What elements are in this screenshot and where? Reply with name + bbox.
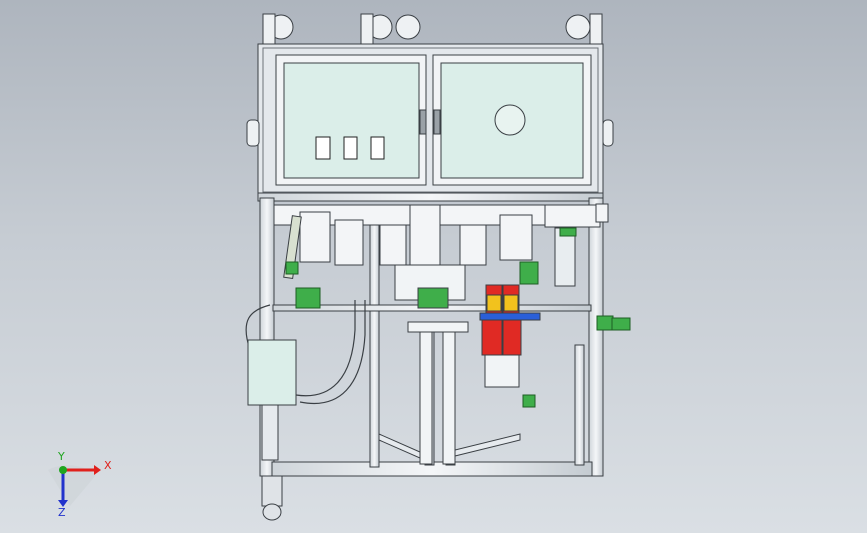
right-fittings xyxy=(519,227,631,408)
x-axis-head xyxy=(94,465,101,475)
switch-1 xyxy=(315,136,331,160)
y-axis-label: Y xyxy=(57,450,65,463)
valve-block xyxy=(479,284,541,388)
caster-wheels-top xyxy=(262,13,603,45)
left-glass-panel xyxy=(283,62,420,179)
x-axis-label: X xyxy=(104,459,112,472)
switch-3 xyxy=(370,136,385,160)
handle-left xyxy=(246,119,260,147)
y-axis-dot xyxy=(59,466,67,474)
green-cylinder-left xyxy=(283,215,321,309)
handle-right xyxy=(602,119,614,147)
z-axis-label: Z xyxy=(58,506,66,519)
caster-wheel-bottom xyxy=(261,475,283,521)
electrical-box xyxy=(247,339,297,461)
upper-cabinet xyxy=(246,43,614,197)
switch-2 xyxy=(343,136,358,160)
z-axis-head xyxy=(58,500,68,507)
top-rail-actuators xyxy=(273,203,609,287)
center-gripper xyxy=(394,264,469,465)
axis-triad[interactable]: X Y Z xyxy=(48,450,112,519)
round-gauge-window xyxy=(494,104,526,136)
door-hinge-right xyxy=(433,109,441,135)
door-hinge-left xyxy=(419,109,427,135)
